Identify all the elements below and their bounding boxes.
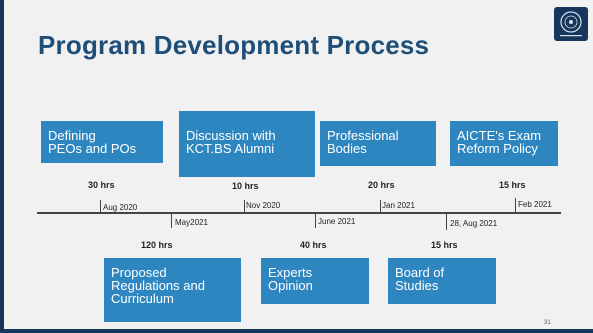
timeline-tick (315, 214, 316, 228)
timeline-tick (515, 198, 516, 212)
hours-alumni-discussion: 10 hrs (232, 181, 259, 191)
process-step-proposed-regulations: Proposed Regulations and Curriculum (104, 258, 241, 322)
process-step-board-of-studies: Board of Studies (388, 258, 496, 304)
timeline-tick (244, 200, 245, 212)
process-step-alumni-discussion: Discussion with KCT.BS Alumni (179, 111, 315, 177)
process-step-experts-opinion: Experts Opinion (261, 258, 369, 304)
date-nov-2020: Nov 2020 (246, 201, 281, 210)
page-title: Program Development Process (38, 30, 430, 60)
timeline-tick (171, 214, 172, 228)
page-number: 31 (544, 320, 551, 326)
date-jan-2021: Jan 2021 (382, 201, 415, 210)
hours-board-of-studies: 15 hrs (431, 240, 458, 250)
process-step-defining-peos: Defining PEOs and POs (41, 121, 163, 163)
timeline-tick (380, 200, 381, 212)
date-may-2021: May2021 (175, 218, 208, 227)
process-step-aicte-policy: AICTE's Exam Reform Policy (450, 121, 558, 166)
hours-experts-opinion: 40 hrs (300, 240, 327, 250)
timeline-axis (37, 212, 561, 214)
timeline-tick (446, 214, 447, 230)
date-june-2021: June 2021 (318, 217, 356, 226)
date-feb-2021: Feb 2021 (518, 200, 552, 209)
hours-defining-peos: 30 hrs (88, 180, 115, 190)
process-step-professional-bodies: Professional Bodies (320, 121, 436, 166)
timeline-tick (100, 200, 101, 212)
institution-seal-icon (554, 7, 588, 41)
hours-proposed-regulations: 120 hrs (141, 240, 173, 250)
date-aug-2020: Aug 2020 (103, 203, 138, 212)
hours-aicte-policy: 15 hrs (499, 180, 526, 190)
date-aug-2021: 28, Aug 2021 (450, 219, 498, 228)
hours-professional-bodies: 20 hrs (368, 180, 395, 190)
